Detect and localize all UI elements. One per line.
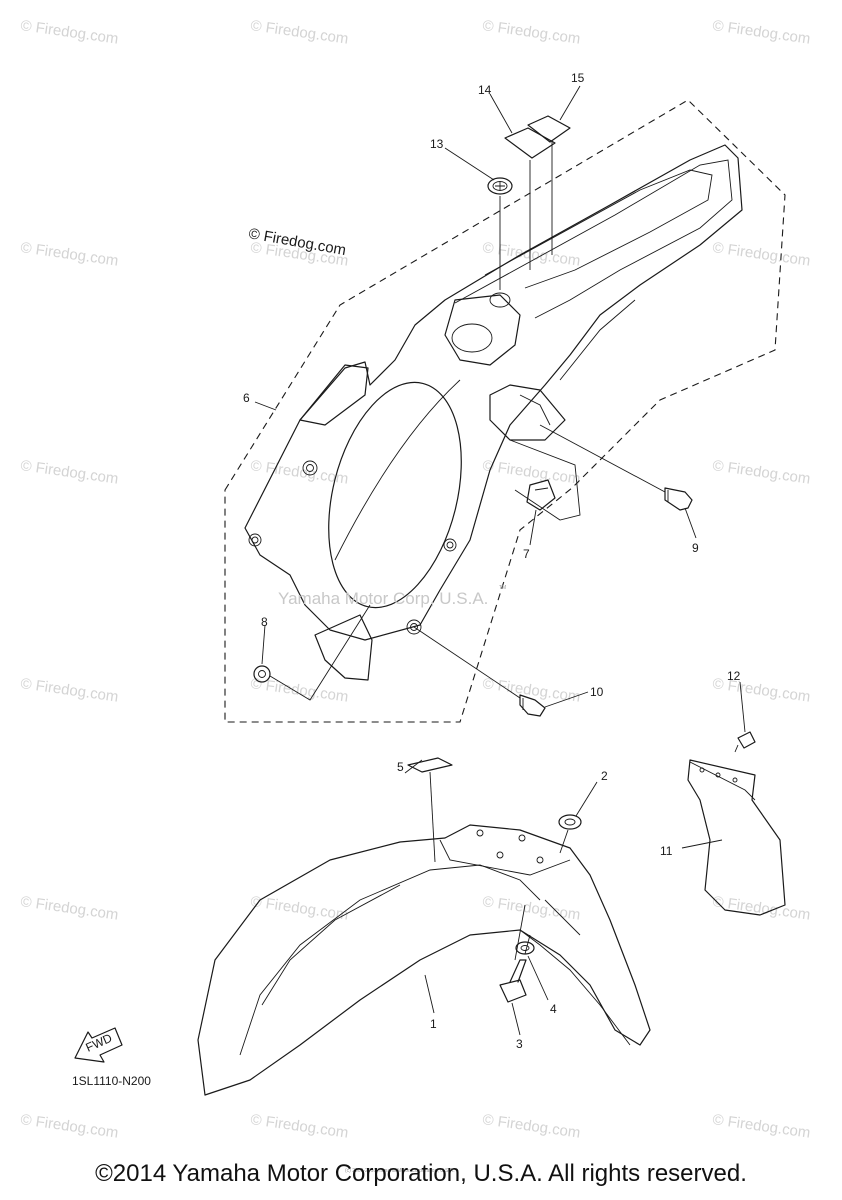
part-label: 11 bbox=[660, 844, 673, 858]
watermark-text: © Firedog.com bbox=[481, 1111, 581, 1142]
bolt-3[interactable] bbox=[499, 959, 527, 1003]
alignment-lines bbox=[269, 140, 666, 961]
center-watermark: Yamaha Motor Corp, U.S.A. bbox=[278, 589, 488, 608]
watermark-text: © Firedog.com bbox=[249, 1111, 349, 1142]
bolt-9[interactable] bbox=[664, 487, 693, 511]
center-watermark-mark: TM bbox=[499, 585, 506, 591]
part-labels: 1 2 3 4 5 6 7 8 9 10 11 12 13 14 15 bbox=[243, 71, 741, 1051]
part-label: 8 bbox=[261, 615, 268, 629]
washer-4[interactable] bbox=[515, 941, 535, 955]
watermark-text: © Firedog.com bbox=[711, 17, 811, 48]
front-fender[interactable] bbox=[197, 824, 651, 1096]
bolt-10[interactable] bbox=[519, 694, 546, 717]
part-label: 3 bbox=[516, 1037, 523, 1051]
watermark-text: © Firedog.com bbox=[19, 893, 119, 924]
watermark-text: © Firedog.com bbox=[19, 457, 119, 488]
watermark-text: © Firedog.com bbox=[19, 17, 119, 48]
screw-12[interactable] bbox=[734, 731, 756, 753]
part-label: 6 bbox=[243, 391, 250, 405]
part-label: 2 bbox=[601, 769, 608, 783]
small-print: (c) 2000-2016 Yamaha Motor Corporation, … bbox=[345, 1168, 455, 1174]
diagram-code: 1SL1110-N200 bbox=[72, 1074, 151, 1088]
fwd-arrow bbox=[74, 1027, 123, 1063]
part-label: 13 bbox=[430, 137, 444, 151]
part-label: 9 bbox=[692, 541, 699, 555]
collar-8[interactable] bbox=[253, 665, 271, 683]
damper-2[interactable] bbox=[558, 814, 582, 830]
label-5[interactable] bbox=[407, 757, 453, 773]
watermark-text: © Firedog.com bbox=[19, 239, 119, 270]
watermark-text: © Firedog.com bbox=[249, 675, 349, 706]
part-label: 10 bbox=[590, 685, 604, 699]
part-label: 7 bbox=[523, 547, 530, 561]
label-14[interactable] bbox=[504, 127, 556, 159]
watermark-text: © Firedog.com bbox=[19, 1111, 119, 1142]
watermark-text: © Firedog.com bbox=[249, 17, 349, 48]
emblem-13[interactable] bbox=[487, 177, 513, 195]
copyright-notice: ©2014 Yamaha Motor Corporation, U.S.A. A… bbox=[95, 1160, 747, 1187]
leader-lines bbox=[254, 85, 746, 1036]
rear-fender[interactable] bbox=[244, 144, 743, 681]
nut-7-mount bbox=[509, 439, 581, 521]
part-label: 1 bbox=[430, 1017, 437, 1031]
assembly-boundary bbox=[224, 99, 786, 723]
watermark-text: © Firedog.com bbox=[711, 457, 811, 488]
watermark-layer: © Firedog.com © Firedog.com © Firedog.com ©… bbox=[19, 17, 811, 1142]
part-label: 5 bbox=[397, 760, 404, 774]
part-label: 12 bbox=[727, 669, 741, 683]
watermark-text: © Firedog.com bbox=[711, 239, 811, 270]
part-label: 15 bbox=[571, 71, 585, 85]
watermark-text: © Firedog.com bbox=[481, 893, 581, 924]
mud-flap[interactable] bbox=[687, 759, 786, 916]
nut-7[interactable] bbox=[526, 479, 556, 511]
label-15[interactable] bbox=[527, 115, 571, 143]
watermark-text: © Firedog.com bbox=[711, 893, 811, 924]
part-label: 14 bbox=[478, 83, 492, 97]
part-label: 4 bbox=[550, 1002, 557, 1016]
watermark-text: © Firedog.com bbox=[711, 1111, 811, 1142]
watermark-text: © Firedog.com bbox=[19, 675, 119, 706]
watermark-text: © Firedog.com bbox=[481, 675, 581, 706]
watermark-text: © Firedog.com bbox=[481, 239, 581, 270]
watermark-text: © Firedog.com bbox=[481, 17, 581, 48]
